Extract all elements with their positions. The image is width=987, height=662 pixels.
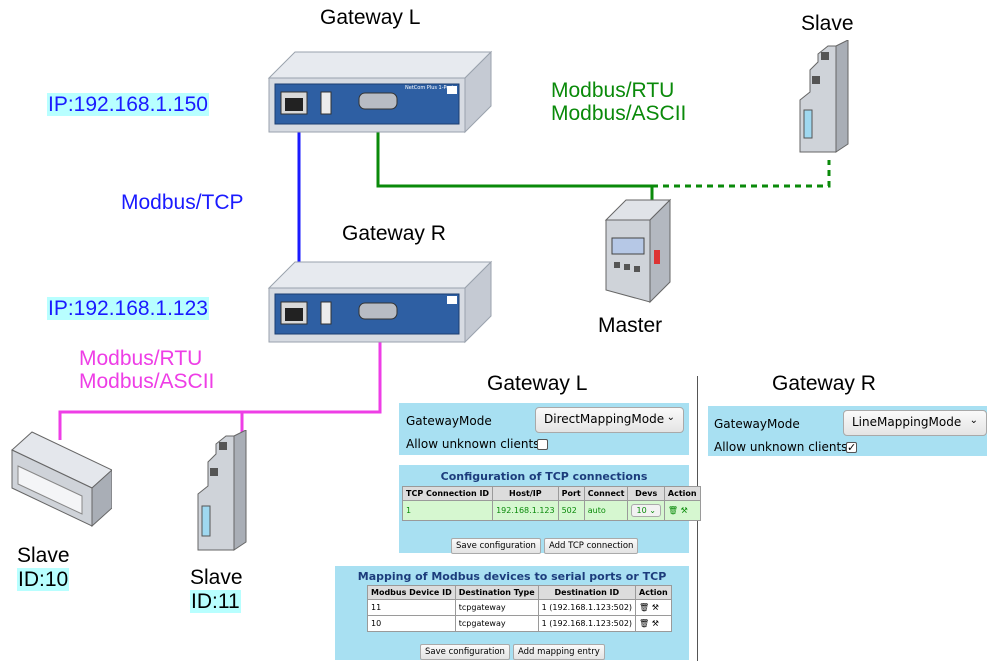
map-col-dest: Destination ID <box>537 585 637 600</box>
tcp-col-connect: Connect <box>583 486 629 501</box>
proto-rtu-bottom: Modbus/RTU <box>79 347 203 370</box>
gateway-r-label: Gateway R <box>342 222 446 245</box>
config-r-mode-select[interactable]: LineMappingMode ⌄ <box>843 410 987 436</box>
proto-tcp: Modbus/TCP <box>121 191 244 214</box>
chevron-down-icon: ⌄ <box>666 412 675 423</box>
tcp-col-devs: Devs <box>627 486 665 501</box>
slave-top-label: Slave <box>801 12 854 35</box>
tcp-row-host: 192.168.1.123 <box>492 500 559 521</box>
config-r-allow-label: Allow unknown clients <box>714 440 848 454</box>
config-l-mode-label: GatewayMode <box>406 414 492 428</box>
map-row-type: tcpgateway <box>454 615 539 632</box>
slave-11-label: Slave <box>190 566 243 589</box>
table-row: 10 tcpgateway 1 (192.168.1.123:502) 🗑 ⚒ <box>367 615 672 632</box>
trash-icon[interactable]: 🗑 <box>667 506 679 515</box>
config-l-allow-checkbox[interactable] <box>537 439 548 450</box>
mapping-save-button[interactable]: Save configuration <box>420 644 510 660</box>
chevron-down-icon: ⌄ <box>649 506 656 515</box>
tcp-row-actions: 🗑 ⚒ <box>663 500 701 521</box>
proto-ascii-top: Modbus/ASCII <box>551 102 687 125</box>
slave-10-id: ID:10 <box>17 568 70 591</box>
trash-icon[interactable]: 🗑 <box>639 603 650 612</box>
tcp-row-id: 1 <box>401 500 494 521</box>
mapping-panel: Mapping of Modbus devices to serial port… <box>335 566 689 660</box>
slave-11-device-icon <box>197 430 247 551</box>
map-row-actions: 🗑 ⚒ <box>635 615 672 632</box>
config-r-heading: Gateway R <box>772 372 876 395</box>
config-r-allow-checkbox[interactable]: ✓ <box>846 442 857 453</box>
map-col-action: Action <box>635 585 672 600</box>
tcp-col-action: Action <box>663 486 701 501</box>
map-col-device: Modbus Device ID <box>367 585 456 600</box>
map-row-device: 11 <box>367 599 456 616</box>
master-device-icon <box>604 198 672 304</box>
slave-11-id: ID:11 <box>190 590 241 613</box>
gateway-r-device-icon <box>267 260 493 344</box>
gateway-r-ip: IP:192.168.1.123 <box>47 297 209 320</box>
add-mapping-entry-button[interactable]: Add mapping entry <box>513 644 605 660</box>
proto-rtu-top: Modbus/RTU <box>551 79 675 102</box>
mapping-table: Modbus Device ID Destination Type Destin… <box>367 585 672 632</box>
gateway-l-label: Gateway L <box>320 6 421 29</box>
map-row-device: 10 <box>367 615 456 632</box>
config-l-heading: Gateway L <box>487 372 588 395</box>
config-r-mode-panel: GatewayMode LineMappingMode ⌄ Allow unkn… <box>708 406 987 456</box>
tcp-row-port: 502 <box>557 500 585 521</box>
table-row: 11 tcpgateway 1 (192.168.1.123:502) 🗑 ⚒ <box>367 599 672 616</box>
rtu-top-line <box>376 112 654 206</box>
table-row: 1 192.168.1.123 502 auto 10 ⌄ 🗑 ⚒ <box>401 500 701 521</box>
tcp-save-button[interactable]: Save configuration <box>451 538 541 554</box>
config-r-mode-label: GatewayMode <box>714 417 800 431</box>
master-label: Master <box>598 314 663 337</box>
slave-10-label: Slave <box>17 544 70 567</box>
checkmark-icon: ✓ <box>847 441 857 454</box>
config-l-mode-panel: GatewayMode DirectMappingMode ⌄ Allow un… <box>399 403 689 455</box>
slave-10-device-icon <box>11 431 112 528</box>
wrench-icon[interactable]: ⚒ <box>680 506 688 515</box>
tcp-config-panel: Configuration of TCP connections TCP Con… <box>399 465 701 554</box>
tcp-col-port: Port <box>557 486 585 501</box>
map-row-actions: 🗑 ⚒ <box>635 599 672 616</box>
rtu-top-dashed-line <box>652 160 831 188</box>
rtu-bottom-line <box>58 318 382 440</box>
proto-ascii-bottom: Modbus/ASCII <box>79 370 215 393</box>
gateway-l-ip: IP:192.168.1.150 <box>47 93 209 116</box>
map-col-type: Destination Type <box>454 585 539 600</box>
tcp-col-host: Host/IP <box>492 486 559 501</box>
svg-text:NetCom Plus 1-Port: NetCom Plus 1-Port <box>405 85 453 91</box>
tcp-row-devs-cell: 10 ⌄ <box>627 500 665 521</box>
tcp-config-table: TCP Connection ID Host/IP Port Connect D… <box>401 486 701 521</box>
config-l-mode-value: DirectMappingMode <box>544 412 665 426</box>
wrench-icon[interactable]: ⚒ <box>651 603 659 612</box>
map-row-dest: 1 (192.168.1.123:502) <box>537 615 637 632</box>
trash-icon[interactable]: 🗑 <box>639 619 650 628</box>
chevron-down-icon: ⌄ <box>969 415 978 426</box>
slave-top-device-icon <box>799 40 849 153</box>
tcp-row-devs: 10 <box>636 506 647 515</box>
map-row-dest: 1 (192.168.1.123:502) <box>537 599 637 616</box>
add-tcp-connection-button[interactable]: Add TCP connection <box>544 538 639 554</box>
map-row-type: tcpgateway <box>454 599 539 616</box>
tcp-row-connect: auto <box>583 500 629 521</box>
gateway-l-device-icon: NetCom Plus 1-Port <box>267 50 493 134</box>
tcp-col-id: TCP Connection ID <box>401 486 494 501</box>
tcp-row-devs-select[interactable]: 10 ⌄ <box>631 504 661 517</box>
config-l-mode-select[interactable]: DirectMappingMode ⌄ <box>535 407 684 433</box>
config-r-mode-value: LineMappingMode <box>852 415 962 429</box>
config-l-allow-label: Allow unknown clients <box>406 437 540 451</box>
tcp-config-title: Configuration of TCP connections <box>440 470 648 483</box>
wrench-icon[interactable]: ⚒ <box>651 619 659 628</box>
